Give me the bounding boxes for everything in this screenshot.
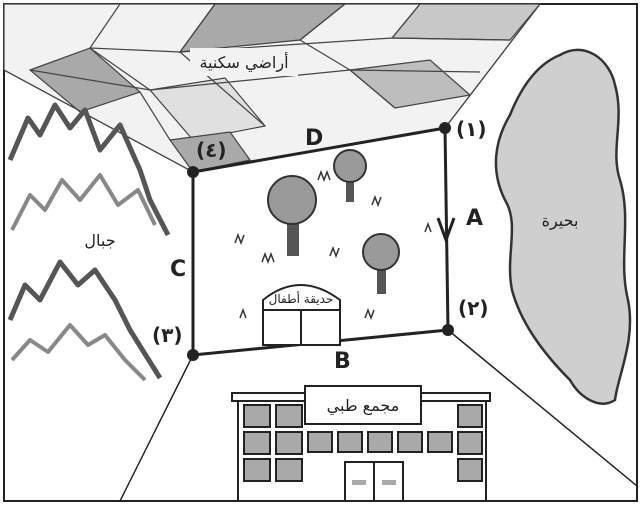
lake-label: بحيرة bbox=[542, 211, 579, 231]
side-c-label: C bbox=[170, 257, 186, 282]
mountains-label: جبال bbox=[84, 231, 115, 250]
kindergarten-gate bbox=[262, 284, 341, 346]
medical-label: مجمع طبي bbox=[327, 396, 400, 416]
residential-label: أراضي سكنية bbox=[199, 52, 288, 73]
kindergarten-label: حديقة أطفال bbox=[269, 291, 334, 306]
side-b-label: B bbox=[334, 349, 351, 374]
side-d-label: D bbox=[305, 126, 323, 151]
vertex-3-label: (٣) bbox=[152, 323, 183, 347]
lake-shape bbox=[494, 48, 632, 405]
vertex-2-dot bbox=[442, 324, 454, 336]
vertex-1-dot bbox=[439, 122, 451, 134]
mountains-drawing bbox=[7, 102, 171, 382]
vertex-4-dot bbox=[187, 166, 199, 178]
residential-label-bg bbox=[190, 48, 298, 76]
perspective-lines bbox=[119, 329, 638, 502]
side-a-label: A bbox=[466, 206, 483, 231]
vertex-3-dot bbox=[187, 349, 199, 361]
vertex-4-label: (٤) bbox=[196, 138, 227, 162]
tree-icon bbox=[362, 233, 400, 294]
tree-icon bbox=[267, 175, 317, 256]
medical-building bbox=[231, 385, 491, 502]
vertex-1-label: (١) bbox=[456, 117, 487, 141]
tree-icon bbox=[333, 149, 367, 202]
vertex-2-label: (٢) bbox=[458, 296, 489, 320]
grass-tufts bbox=[234, 169, 432, 321]
direction-arrow-icon bbox=[436, 217, 456, 245]
